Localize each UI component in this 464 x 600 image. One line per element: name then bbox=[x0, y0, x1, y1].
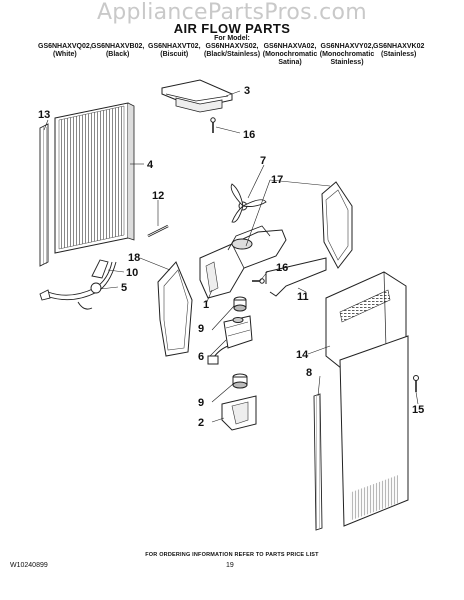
model-item: GS6NHAXVK02(Stainless) bbox=[373, 43, 424, 59]
callout-9: 9 bbox=[198, 323, 204, 335]
model-variant: (Monochromatic Satina) bbox=[262, 51, 318, 66]
callout-4: 4 bbox=[147, 159, 154, 171]
part-4-panel bbox=[54, 102, 135, 254]
model-item: GS6NHAXVQ02,(White) bbox=[38, 43, 92, 59]
model-item: GS6NHAXVT02,(Biscuit) bbox=[148, 43, 201, 59]
part-13-strip bbox=[39, 123, 49, 267]
document-number: W10240899 bbox=[10, 562, 48, 569]
part-16-screw bbox=[210, 117, 216, 133]
rear-cover-panel bbox=[339, 335, 409, 527]
part-10-wire-harness bbox=[39, 259, 117, 310]
model-variant: (Biscuit) bbox=[160, 51, 189, 58]
page-title: AIR FLOW PARTS bbox=[173, 21, 291, 36]
model-code: GS6NHAXVA02, bbox=[263, 43, 317, 50]
model-variant: (Black/Stainless) bbox=[204, 51, 261, 58]
callout-16: 16 bbox=[276, 262, 288, 274]
leader-lines bbox=[43, 90, 419, 423]
callout-11: 11 bbox=[297, 291, 309, 303]
model-code: GS6NHAXVT02, bbox=[148, 43, 201, 50]
callout-7: 7 bbox=[260, 155, 266, 167]
part-16-screw bbox=[252, 278, 265, 284]
part-9-grommet bbox=[233, 296, 247, 312]
model-code: GS6NHAXVK02 bbox=[373, 43, 425, 50]
part-3-bracket bbox=[161, 79, 233, 113]
callout-14: 14 bbox=[296, 349, 309, 361]
callout-16: 16 bbox=[243, 129, 255, 141]
callout-13: 13 bbox=[38, 109, 50, 121]
part-11-bracket bbox=[265, 257, 327, 297]
callout-2: 2 bbox=[198, 417, 204, 429]
page-number: 19 bbox=[226, 562, 234, 569]
callout-8: 8 bbox=[306, 367, 312, 379]
model-item: GS6NHAXVB02,(Black) bbox=[91, 43, 144, 59]
callout-10: 10 bbox=[126, 267, 138, 279]
model-code: GS6NHAXVY02, bbox=[320, 43, 374, 50]
model-item: GS6NHAXVS02,(Black/Stainless) bbox=[204, 43, 260, 59]
part-9-grommet bbox=[232, 373, 248, 389]
callout-3: 3 bbox=[244, 85, 250, 97]
part-18-shroud bbox=[157, 261, 193, 357]
for-model-label: For Model: bbox=[214, 35, 250, 42]
model-variant: (Monochromatic Stainless) bbox=[319, 51, 375, 66]
callout-12: 12 bbox=[152, 190, 164, 202]
watermark: AppliancePartsPros.com bbox=[96, 0, 368, 25]
model-item: GS6NHAXVA02,(Monochromatic Satina) bbox=[260, 43, 320, 67]
part-12-pin bbox=[147, 224, 169, 238]
part-2-bracket bbox=[221, 395, 257, 431]
model-code: GS6NHAXVQ02, bbox=[38, 43, 92, 50]
part-6-motor bbox=[207, 315, 253, 365]
callout-6: 6 bbox=[198, 351, 204, 363]
callout-1: 1 bbox=[203, 299, 209, 311]
part-17-duct bbox=[321, 181, 353, 269]
model-item: GS6NHAXVY02,(Monochromatic Stainless) bbox=[316, 43, 378, 67]
part-7-fan-blade bbox=[230, 183, 267, 223]
part-1-fan-housing bbox=[199, 225, 287, 299]
callouts: 3 16 13 4 7 17 12 18 10 16 5 11 1 9 6 14… bbox=[38, 85, 424, 429]
callout-5: 5 bbox=[121, 282, 127, 294]
part-15-screw bbox=[413, 375, 419, 392]
model-variant: (Stainless) bbox=[380, 51, 417, 58]
callout-17: 17 bbox=[271, 174, 283, 186]
callout-15: 15 bbox=[412, 404, 424, 416]
model-variant: (Black) bbox=[105, 51, 130, 58]
callout-9: 9 bbox=[198, 397, 204, 409]
model-code: GS6NHAXVB02, bbox=[91, 43, 145, 50]
model-variant: (White) bbox=[52, 51, 77, 58]
model-code: GS6NHAXVS02, bbox=[205, 43, 259, 50]
part-8-strip bbox=[313, 393, 323, 531]
ordering-note: FOR ORDERING INFORMATION REFER TO PARTS … bbox=[145, 552, 319, 558]
callout-18: 18 bbox=[128, 252, 140, 264]
